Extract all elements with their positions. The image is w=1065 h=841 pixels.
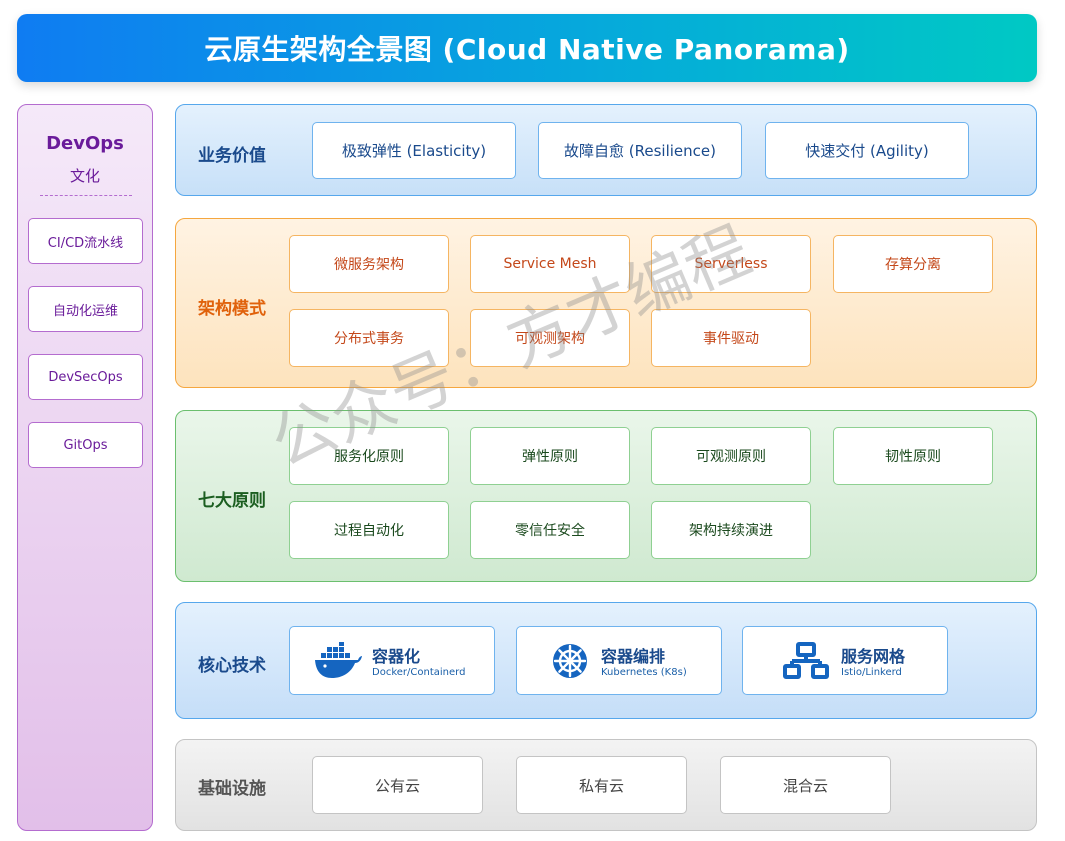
devops-item-cicd: CI/CD流水线 — [28, 218, 143, 264]
core-item-sub: Kubernetes (K8s) — [601, 667, 687, 678]
devops-divider — [40, 195, 132, 196]
devops-title: DevOps — [46, 133, 124, 154]
title-banner: 云原生架构全景图 (Cloud Native Panorama) — [17, 14, 1037, 82]
core-item-sub: Docker/Containerd — [372, 667, 466, 678]
principle-item-resilience: 韧性原则 — [833, 427, 993, 485]
business-item-elasticity: 极致弹性 (Elasticity) — [312, 122, 516, 179]
layer-infrastructure: 基础设施 公有云 私有云 混合云 — [175, 739, 1037, 831]
arch-item-microservices: 微服务架构 — [289, 235, 449, 293]
arch-item-event-driven: 事件驱动 — [651, 309, 811, 367]
layer-label: 基础设施 — [198, 779, 266, 799]
page-title: 云原生架构全景图 (Cloud Native Panorama) — [204, 33, 850, 66]
core-item-service-mesh: 服务网格 Istio/Linkerd — [742, 626, 948, 695]
devops-item-gitops: GitOps — [28, 422, 143, 468]
principle-item-observability: 可观测原则 — [651, 427, 811, 485]
docker-whale-icon — [315, 642, 362, 678]
infra-item-public-cloud: 公有云 — [312, 756, 483, 814]
business-item-resilience: 故障自愈 (Resilience) — [538, 122, 742, 179]
arch-item-observability: 可观测架构 — [470, 309, 630, 367]
layer-label: 业务价值 — [198, 146, 266, 166]
devops-panel: DevOps 文化 CI/CD流水线 自动化运维 DevSecOps GitOp… — [17, 104, 153, 831]
layer-label: 七大原则 — [198, 491, 266, 511]
infra-item-hybrid-cloud: 混合云 — [720, 756, 891, 814]
arch-item-service-mesh: Service Mesh — [470, 235, 630, 293]
layer-core-technology: 核心技术 容器化 Docker/Containerd 容器 — [175, 602, 1037, 719]
devops-subtitle: 文化 — [69, 167, 100, 185]
business-item-agility: 快速交付 (Agility) — [765, 122, 969, 179]
principle-item-evolution: 架构持续演进 — [651, 501, 811, 559]
infra-item-private-cloud: 私有云 — [516, 756, 687, 814]
devops-item-devsecops: DevSecOps — [28, 354, 143, 400]
core-item-name: 服务网格 — [841, 647, 906, 666]
arch-item-distributed-transactions: 分布式事务 — [289, 309, 449, 367]
kubernetes-helm-icon — [553, 644, 587, 678]
layer-seven-principles: 七大原则 服务化原则 弹性原则 可观测原则 韧性原则 过程自动化 零信任安全 架… — [175, 410, 1037, 582]
principle-item-service: 服务化原则 — [289, 427, 449, 485]
arch-item-storage-compute-separation: 存算分离 — [833, 235, 993, 293]
layer-architecture-patterns: 架构模式 微服务架构 Service Mesh Serverless 存算分离 … — [175, 218, 1037, 388]
layer-label: 架构模式 — [198, 299, 266, 319]
arch-item-serverless: Serverless — [651, 235, 811, 293]
core-item-containerization: 容器化 Docker/Containerd — [289, 626, 495, 695]
layer-business-value: 业务价值 极致弹性 (Elasticity) 故障自愈 (Resilience)… — [175, 104, 1037, 196]
layer-label: 核心技术 — [198, 656, 266, 676]
principle-item-automation: 过程自动化 — [289, 501, 449, 559]
core-item-name: 容器化 — [372, 647, 421, 666]
devops-item-automation: 自动化运维 — [28, 286, 143, 332]
principle-item-zero-trust: 零信任安全 — [470, 501, 630, 559]
principle-item-elasticity: 弹性原则 — [470, 427, 630, 485]
core-item-sub: Istio/Linkerd — [841, 667, 902, 678]
network-icon — [783, 642, 829, 679]
core-item-name: 容器编排 — [601, 647, 666, 666]
core-item-orchestration: 容器编排 Kubernetes (K8s) — [516, 626, 722, 695]
